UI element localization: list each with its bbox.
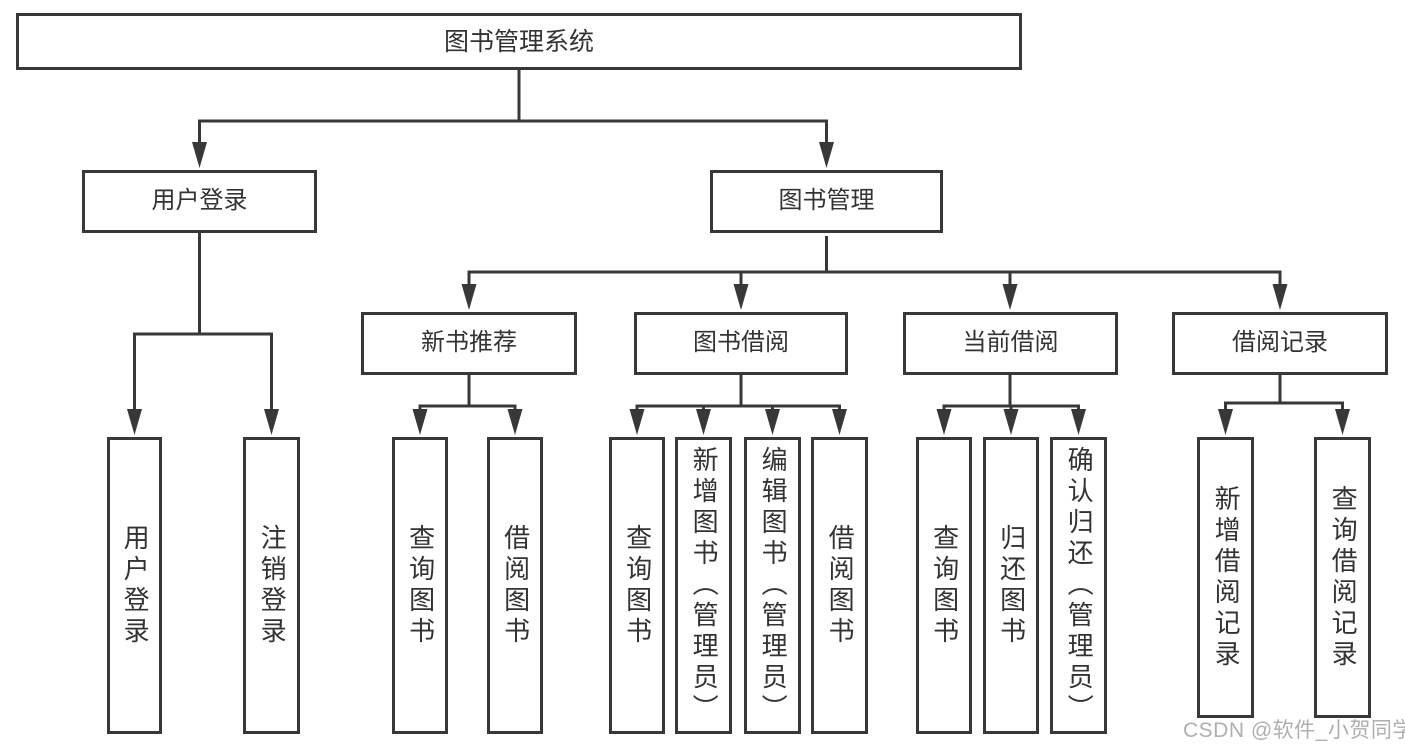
leaf-query-borrow-record: 查询借阅记录 (1314, 437, 1371, 718)
leaf-add-book-admin: 新增图书（管理员） (675, 437, 732, 734)
leaf-add-borrow-record: 新增借阅记录 (1197, 437, 1254, 718)
leaf-user-login: 用户登录 (107, 437, 162, 734)
leaf-recommend-query-book: 查询图书 (392, 437, 448, 734)
node-user-login: 用户登录 (82, 170, 317, 233)
arrowheads (127, 142, 1350, 435)
csdn-watermark: CSDN @软件_小贺同学 (1183, 719, 1405, 742)
leaf-borrow-borrow-book: 借阅图书 (811, 437, 868, 734)
node-current-borrow: 当前借阅 (903, 312, 1118, 375)
node-book-management: 图书管理 (710, 170, 943, 233)
leaf-recommend-borrow-book: 借阅图书 (487, 437, 543, 734)
node-book-borrow: 图书借阅 (634, 312, 848, 375)
leaf-return-book: 归还图书 (983, 437, 1039, 734)
node-root: 图书管理系统 (16, 13, 1022, 70)
leaf-confirm-return-admin: 确认归还（管理员） (1050, 437, 1107, 734)
leaf-current-query-book: 查询图书 (916, 437, 972, 734)
node-borrow-record: 借阅记录 (1172, 312, 1388, 375)
leaf-borrow-query-book: 查询图书 (609, 437, 665, 734)
leaf-logout: 注销登录 (243, 437, 300, 734)
leaf-edit-book-admin: 编辑图书（管理员） (744, 437, 801, 734)
node-new-book-recommend: 新书推荐 (361, 312, 577, 375)
